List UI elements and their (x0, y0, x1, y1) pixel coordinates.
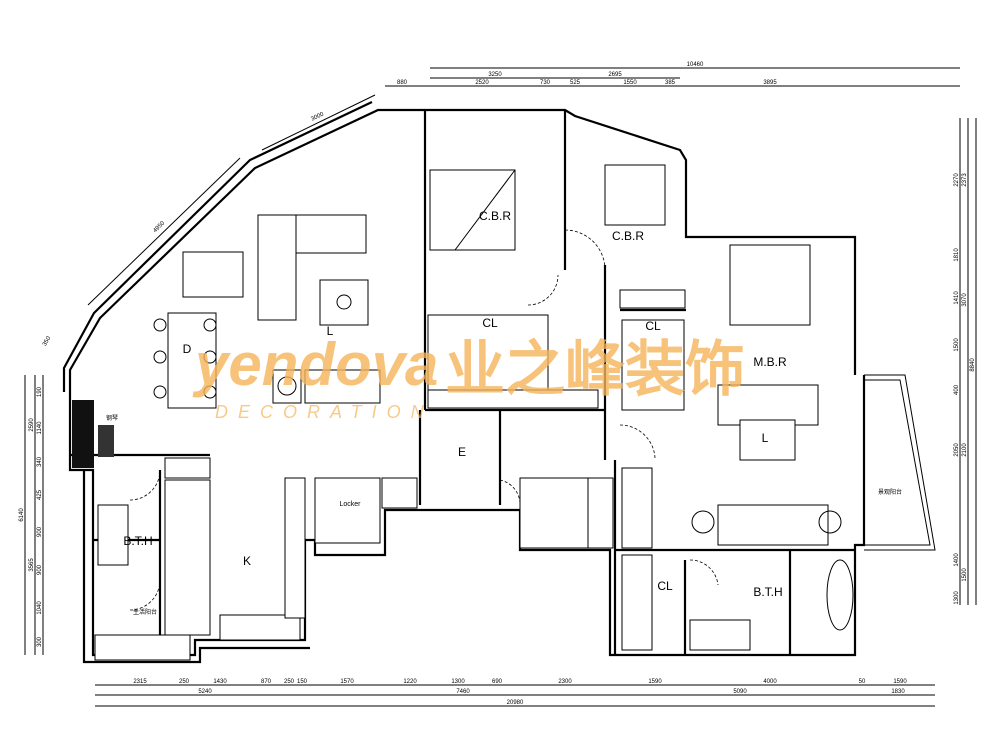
dim-right: 2050 (954, 443, 960, 457)
dim-right: 1500 (954, 338, 960, 352)
room-bath-1: B.T.H (123, 534, 152, 548)
dim-bottom: 1590 (893, 679, 907, 685)
dining-chairs (153, 318, 217, 399)
dim-right: 1400 (954, 553, 960, 567)
room-view-balcony: 景观阳台 (878, 488, 902, 496)
dim-bottom: 1300 (451, 679, 465, 685)
dim-bottom: 1830 (891, 689, 905, 695)
dim-diagonal: 4950 (152, 220, 166, 234)
room-mbr: M.B.R (753, 355, 787, 369)
room-dining: D (183, 342, 192, 356)
dim-top: 385 (665, 80, 676, 86)
dim-bottom: 250 (179, 679, 190, 685)
dim-diagonal: 3000 (310, 111, 325, 122)
dim-top: 525 (570, 80, 581, 86)
dim-bottom: 250 (284, 679, 295, 685)
dim-bottom: 1590 (648, 679, 662, 685)
dim-bottom: 7460 (456, 689, 470, 695)
dim-right: 2100 (962, 443, 968, 457)
dim-left: 2590 (29, 418, 35, 432)
dim-right: 3070 (962, 293, 968, 307)
dim-top: 730 (540, 80, 551, 86)
dim-right: 2373 (962, 173, 968, 187)
watermark-sub: DECORATION (215, 402, 434, 422)
label-piano: 钢琴 (106, 414, 118, 422)
dim-left: 3565 (29, 558, 35, 572)
dim-left: 1140 (37, 421, 43, 435)
dim-right: 1810 (954, 248, 960, 262)
dim-right: 400 (954, 384, 960, 395)
dim-top: 3895 (763, 80, 777, 86)
walls (62, 101, 936, 664)
dim-left: 1040 (37, 601, 43, 615)
dim-top-total: 10460 (687, 62, 704, 68)
watermark-brand: yendova (192, 331, 438, 398)
room-cbr-2: C.B.R (612, 229, 644, 243)
dim-right-total: 8840 (970, 358, 976, 372)
dim-bottom: 4000 (763, 679, 777, 685)
dim-top: 2520 (475, 80, 489, 86)
dim-bottom: 5090 (733, 689, 747, 695)
dim-left: 300 (37, 636, 43, 647)
dimensions-top: 10460 3250 2695 880 2520 730 525 1550 38… (42, 62, 960, 347)
dim-diagonal: 350 (42, 335, 53, 347)
watermark-cn: 业之峰装饰 (445, 336, 745, 403)
room-kitchen: K (243, 554, 251, 568)
dim-bottom: 1430 (213, 679, 227, 685)
dim-top: 2695 (608, 72, 622, 78)
dim-left: 900 (37, 526, 43, 537)
dim-bottom: 50 (859, 679, 866, 685)
dim-bottom: 870 (261, 679, 272, 685)
room-living-2: L (762, 431, 769, 445)
dim-top: 1550 (623, 80, 637, 86)
dim-top: 880 (397, 80, 408, 86)
dim-bottom: 5240 (198, 689, 212, 695)
dim-left: 340 (37, 456, 43, 467)
room-bath-2: B.T.H (753, 585, 782, 599)
room-living-1: L (327, 324, 334, 338)
dimensions-right: 2270 1810 1410 1500 400 2050 1400 1300 2… (954, 118, 977, 605)
dim-bottom: 1220 (403, 679, 417, 685)
room-entry: E (458, 445, 466, 459)
room-locker: Locker (339, 501, 361, 508)
room-utility-balcony: 生活阳台 (133, 608, 157, 616)
dim-bottom: 2315 (133, 679, 147, 685)
dim-right: 2270 (954, 173, 960, 187)
dim-left-total: 6140 (19, 508, 25, 522)
dim-right: 1500 (962, 568, 968, 582)
watermark: yendova 业之峰装饰 DECORATION (192, 331, 745, 422)
dimensions-left: 190 1140 340 425 900 900 1040 300 2590 3… (19, 375, 44, 655)
dimensions-bottom: 2315 250 1430 870 250 150 1570 1220 1300… (95, 679, 935, 707)
furniture (72, 164, 854, 661)
dim-bottom: 1570 (340, 679, 354, 685)
dim-bottom-total: 20980 (507, 700, 524, 706)
room-cl-1: CL (482, 316, 498, 330)
dim-right: 1410 (954, 291, 960, 305)
dim-bottom: 690 (492, 679, 503, 685)
room-labels: C.B.R C.B.R M.B.R CL CL CL L L D E K B.T… (106, 209, 902, 616)
dim-right: 1300 (954, 591, 960, 605)
dim-left: 900 (37, 564, 43, 575)
dim-bottom: 2300 (558, 679, 572, 685)
dim-left: 425 (37, 489, 43, 500)
room-cl-2: CL (645, 319, 661, 333)
room-cbr-1: C.B.R (479, 209, 511, 223)
room-cl-3: CL (657, 579, 673, 593)
dim-bottom: 150 (297, 679, 308, 685)
doors (129, 229, 719, 611)
dim-top: 3250 (488, 72, 502, 78)
dim-left: 190 (37, 386, 43, 397)
